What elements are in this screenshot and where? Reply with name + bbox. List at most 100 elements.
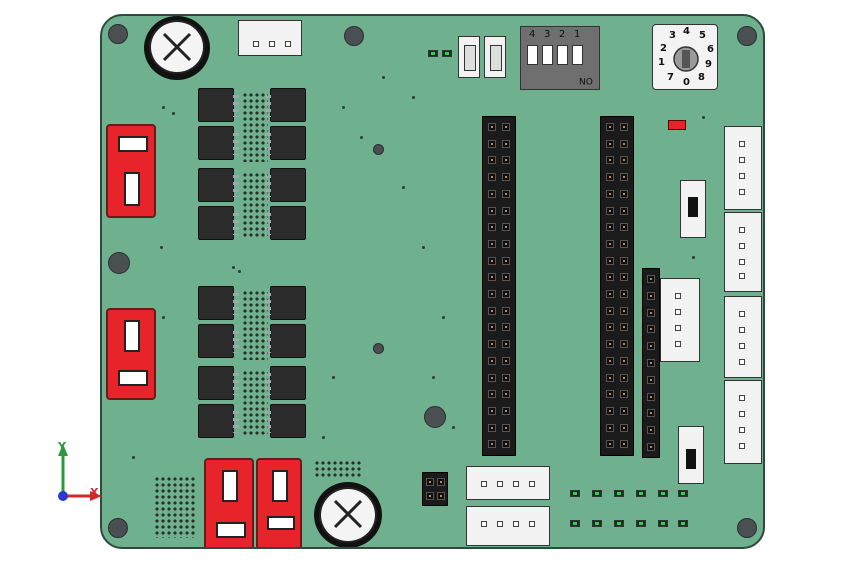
header-pin <box>620 173 628 182</box>
header-pin <box>606 390 614 399</box>
header-pin <box>620 273 628 282</box>
mounting-hole-top-left <box>108 24 128 44</box>
header-pin <box>647 443 655 451</box>
rotary-switch[interactable]: 4 3 2 1 5 6 9 7 0 8 <box>652 24 718 90</box>
header-pin <box>647 308 655 317</box>
status-led <box>678 520 688 527</box>
rotary-digit: 4 <box>683 26 690 37</box>
rotary-digit: 1 <box>658 57 665 68</box>
dip-number: 2 <box>559 29 566 40</box>
dip-switch-toggle[interactable] <box>557 45 568 65</box>
power-connector-left-lower <box>106 308 156 400</box>
header-pin <box>606 156 614 165</box>
mosfet <box>198 206 239 240</box>
via <box>322 436 325 439</box>
test-point-2 <box>373 343 384 354</box>
header-pin <box>620 189 628 198</box>
header-pin <box>488 273 496 282</box>
header-pin <box>647 325 655 334</box>
header-pin <box>620 306 628 315</box>
mosfet <box>265 366 306 400</box>
header-pin <box>502 390 510 399</box>
rotary-digit: 2 <box>660 43 667 54</box>
header-pin <box>502 323 510 332</box>
axis-y-label: Y <box>58 440 66 453</box>
header-pin <box>488 139 496 148</box>
header-pin <box>647 342 655 351</box>
via <box>172 112 175 115</box>
push-button-2[interactable] <box>484 36 506 78</box>
rotary-digit: 7 <box>667 72 674 83</box>
header-pin <box>606 340 614 349</box>
header-pin <box>606 139 614 148</box>
header-pin <box>488 156 496 165</box>
header-pin <box>488 256 496 265</box>
header-pin <box>488 223 496 232</box>
header-pin <box>502 156 510 165</box>
via <box>162 106 165 109</box>
header-pin <box>606 273 614 282</box>
header-pin <box>502 123 510 131</box>
header-pin <box>488 356 496 365</box>
dip-switch-toggle[interactable] <box>572 45 583 65</box>
dip-switch-toggle[interactable] <box>527 45 538 65</box>
slide-switch-upper[interactable] <box>680 180 706 238</box>
header-pin <box>606 290 614 298</box>
header-pin <box>620 390 628 399</box>
via <box>332 376 335 379</box>
status-led <box>614 490 624 497</box>
header-pin <box>502 290 510 298</box>
header-pin <box>488 340 496 349</box>
header-pin <box>488 390 496 399</box>
status-led <box>614 520 624 527</box>
pin-header-left <box>482 116 516 456</box>
mosfet <box>265 206 306 240</box>
mounting-hole-mid-left <box>108 252 130 274</box>
slide-switch-lower[interactable] <box>678 426 704 484</box>
header-pin <box>620 156 628 165</box>
via <box>238 270 241 273</box>
status-led <box>570 490 580 497</box>
pcb-board: 4 3 2 1 ON 4 3 2 1 5 6 9 7 0 8 <box>100 14 765 549</box>
header-pin <box>606 440 614 449</box>
header-pin <box>620 239 628 248</box>
status-led <box>570 520 580 527</box>
header-pin <box>620 139 628 148</box>
red-indicator-led <box>668 120 686 130</box>
test-point-1 <box>373 144 384 155</box>
status-led <box>658 490 668 497</box>
mosfet <box>265 324 306 358</box>
mosfet <box>198 324 239 358</box>
via-array <box>242 92 268 162</box>
via <box>342 106 345 109</box>
header-pin <box>606 256 614 265</box>
header-pin <box>502 223 510 232</box>
header-pin <box>620 440 628 449</box>
mounting-hole-top-mid <box>344 26 364 46</box>
jst-connector-4 <box>724 380 762 464</box>
header-pin <box>620 423 628 432</box>
mounting-hole-center <box>424 406 446 428</box>
status-led <box>592 520 602 527</box>
dip-switch[interactable]: 4 3 2 1 ON <box>520 26 600 90</box>
rotary-digit: 9 <box>705 59 712 70</box>
header-pin <box>620 340 628 349</box>
mosfet <box>198 404 239 438</box>
header-pin <box>647 291 655 300</box>
pin-header-right <box>600 116 634 456</box>
mosfet <box>198 88 239 122</box>
dip-switch-toggle[interactable] <box>542 45 553 65</box>
dip-number: 3 <box>544 29 551 40</box>
header-pin <box>488 440 496 449</box>
header-pin <box>502 423 510 432</box>
header-pin <box>488 173 496 182</box>
mounting-hole-bottom-right <box>737 518 757 538</box>
header-pin <box>620 256 628 265</box>
header-pin <box>606 123 614 131</box>
dip-on-label: ON <box>579 75 593 85</box>
electrolytic-capacitor-bottom <box>314 482 382 547</box>
via <box>232 266 235 269</box>
push-button-1[interactable] <box>458 36 480 78</box>
rotary-digit: 5 <box>699 30 706 41</box>
mounting-hole-top-right <box>737 26 757 46</box>
